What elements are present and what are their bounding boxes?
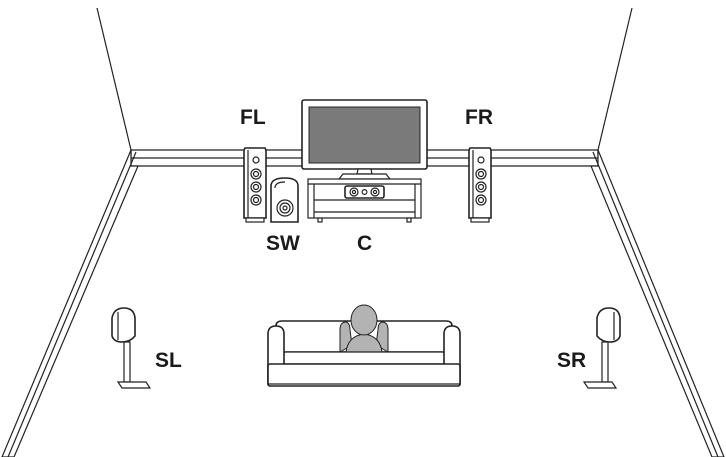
sr-stand-pole (601, 341, 609, 383)
fl-driver-1-cap (252, 170, 260, 178)
tv-screen (308, 106, 421, 164)
listener (339, 304, 389, 353)
surround-left-speaker (111, 307, 152, 389)
sw-woofer-cap (282, 205, 288, 211)
sofa-seat-cushion (282, 351, 446, 365)
label-front-left: FL (240, 106, 266, 129)
surround-right-speaker (582, 307, 621, 389)
sl-cabinet (111, 307, 136, 343)
front-left-speaker (243, 147, 267, 223)
label-subwoofer: SW (266, 232, 300, 255)
sw-top-highlight (274, 181, 286, 189)
center-woofer-left-cap (351, 189, 357, 195)
right-ceiling-edge (597, 7, 633, 151)
television (301, 99, 428, 180)
right-floor-inner-line (592, 151, 719, 457)
tv-neck (356, 168, 373, 175)
tv-base (337, 173, 392, 180)
left-ceiling-edge (96, 7, 132, 151)
sofa-with-listener (267, 304, 461, 387)
fl-driver-3-cap (252, 196, 260, 204)
sofa-base (267, 363, 461, 387)
fr-driver-2-cap (477, 183, 485, 191)
left-floor-inner-line (7, 151, 137, 457)
tv-stand-foot-left (317, 217, 323, 223)
center-tweeter (361, 189, 368, 196)
subwoofer-speaker (270, 177, 299, 223)
sr-stand-base (582, 381, 618, 389)
fl-plinth (245, 217, 265, 223)
label-center: C (357, 232, 372, 255)
front-right-speaker (468, 147, 492, 223)
sr-cabinet (596, 307, 621, 343)
tv-stand-foot-right (406, 217, 412, 223)
sl-stand-pole (123, 341, 131, 383)
fl-driver-2-cap (252, 183, 260, 191)
label-surround-right: SR (557, 349, 586, 372)
label-front-right: FR (465, 106, 493, 129)
center-woofer-right-cap (372, 189, 378, 195)
sl-stand-base (116, 381, 152, 389)
label-surround-left: SL (155, 349, 182, 372)
fr-driver-1-cap (477, 170, 485, 178)
fr-tweeter (477, 156, 485, 164)
center-speaker (344, 185, 385, 199)
fr-driver-3-cap (477, 196, 485, 204)
fr-plinth (470, 217, 490, 223)
listener-head (350, 304, 378, 336)
fl-tweeter (252, 156, 260, 164)
